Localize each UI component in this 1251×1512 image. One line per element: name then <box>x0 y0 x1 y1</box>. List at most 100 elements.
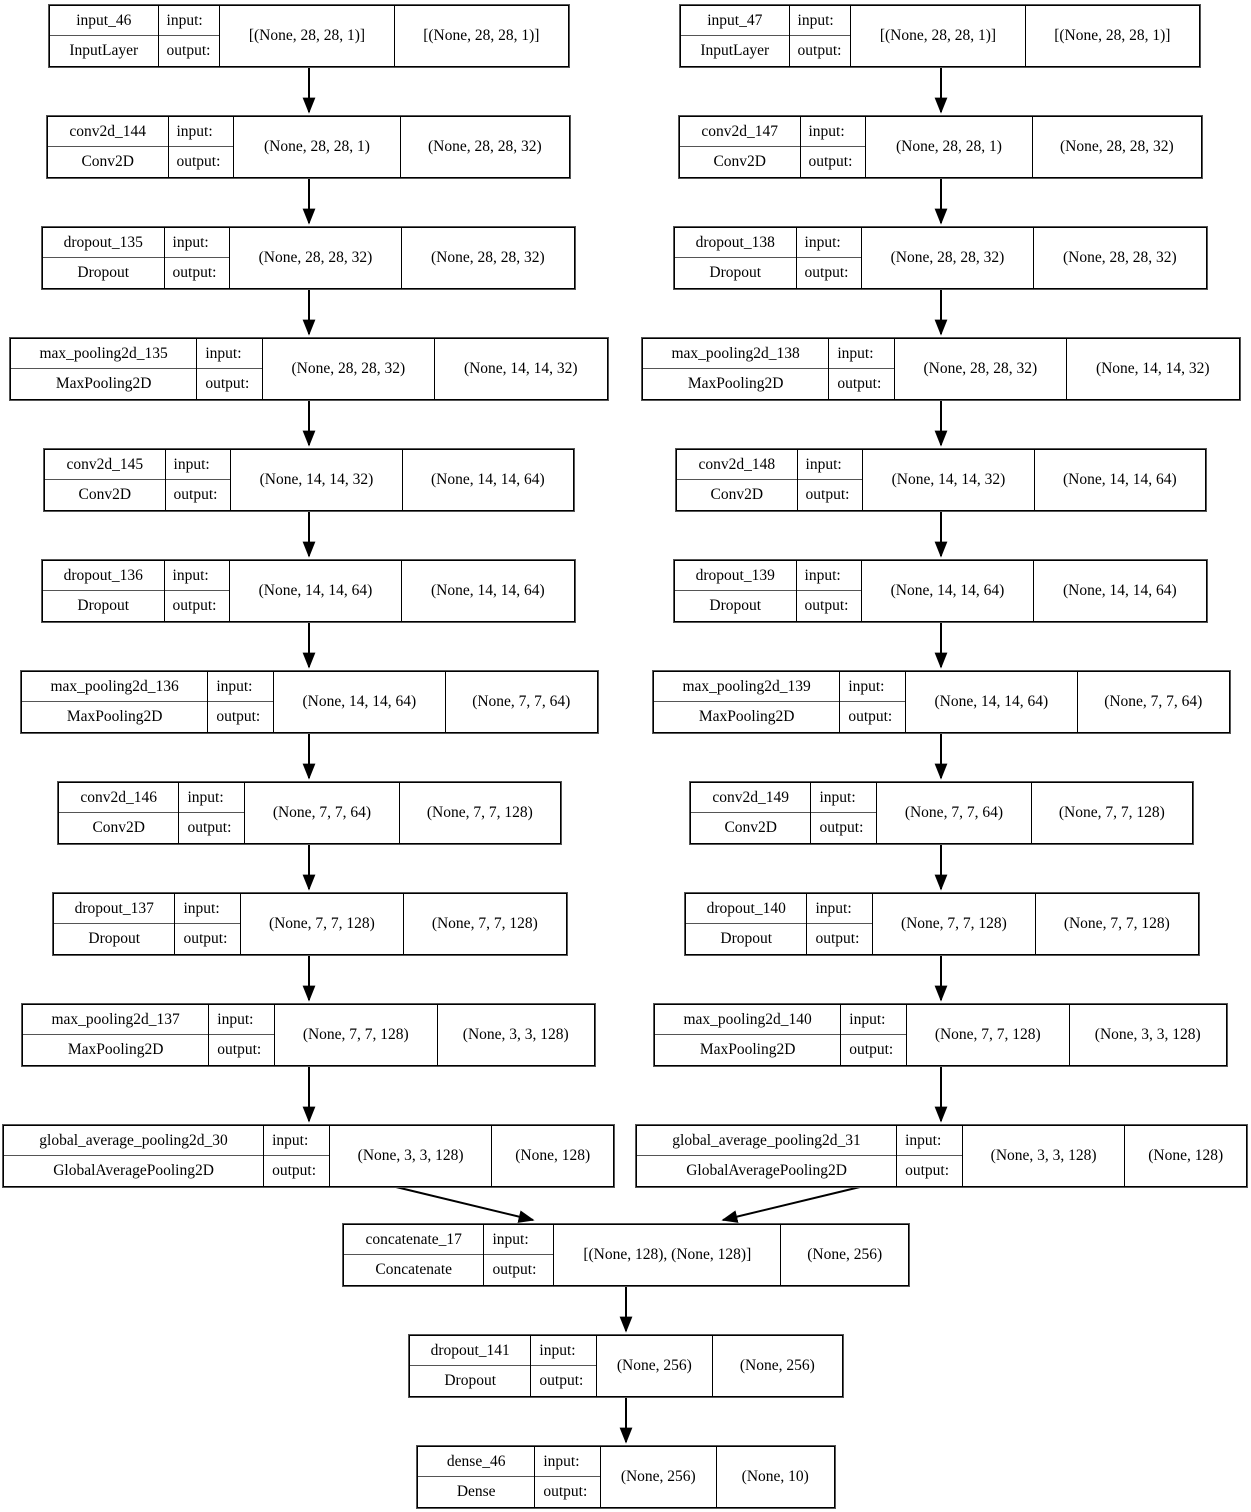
input-shape-value: (None, 7, 7, 128) <box>275 1005 438 1065</box>
io-label-column: input:output: <box>264 1126 330 1186</box>
layer-name: max_pooling2d_136 <box>22 672 208 702</box>
layer-name: concatenate_17 <box>344 1225 484 1255</box>
layer-class: Conv2D <box>78 486 132 504</box>
output-label: output: <box>216 708 261 726</box>
layer-class: MaxPooling2D <box>698 708 795 726</box>
input-label: input: <box>164 561 230 591</box>
input-shape-value: (None, 3, 3, 128) <box>330 1126 493 1186</box>
output-shape-value: (None, 14, 14, 64) <box>1062 582 1177 599</box>
input-label: input: <box>164 228 230 258</box>
input-label: input: <box>208 672 274 702</box>
input-shape-value: (None, 7, 7, 128) <box>241 894 404 954</box>
io-label-column: input:output: <box>797 450 864 510</box>
layer-name: dropout_135 <box>43 228 164 258</box>
input-label: input: <box>209 1005 275 1035</box>
layer-class: Dropout <box>720 930 773 948</box>
io-label-column: input:output: <box>209 1005 276 1065</box>
layer-class: Dropout <box>88 930 141 948</box>
input-label: input: <box>264 1126 329 1156</box>
layer-name: dropout_138 <box>675 228 796 258</box>
input-shape-value: (None, 7, 7, 128) <box>907 1005 1070 1065</box>
layer-name: dropout_136 <box>43 561 164 591</box>
output-shape-value: (None, 14, 14, 32) <box>1095 360 1210 377</box>
output-label: output: <box>543 1483 588 1501</box>
layer-name: conv2d_145 <box>45 450 165 480</box>
output-label: output: <box>837 375 882 393</box>
input-label: input: <box>531 1336 597 1366</box>
layer-name: input_46 <box>50 6 158 36</box>
io-label-column: input:output: <box>164 228 231 288</box>
output-shape-value: (None, 7, 7, 128) <box>1063 915 1170 932</box>
layer-class: GlobalAveragePooling2D <box>686 1162 847 1180</box>
input-label: input: <box>796 561 862 591</box>
output-label: output: <box>187 819 232 837</box>
layer-class: MaxPooling2D <box>55 375 152 393</box>
output-shape-value: (None, 28, 28, 32) <box>1059 138 1174 155</box>
output-shape-value: (None, 128) <box>1148 1147 1224 1164</box>
input-label: input: <box>800 117 866 147</box>
input-label: input: <box>796 228 862 258</box>
input-label: input: <box>484 1225 554 1255</box>
layer-class: MaxPooling2D <box>687 375 784 393</box>
output-label: output: <box>804 597 849 615</box>
io-label-column: input: output: <box>208 672 275 732</box>
output-label: output: <box>848 708 893 726</box>
input-label: input: <box>797 450 863 480</box>
output-shape-value: (None, 7, 7, 128) <box>431 915 538 932</box>
input-shape-value: (None, 7, 7, 128) <box>873 894 1036 954</box>
layer-class: MaxPooling2D <box>67 1041 164 1059</box>
output-shape-value: (None, 256) <box>739 1357 815 1374</box>
input-shape-value: (None, 7, 7, 64) <box>877 783 1032 843</box>
io-label-column: input:output: <box>168 117 235 177</box>
input-label: input: <box>807 894 873 924</box>
edge-global_average_pooling2d_30-to-concatenate_17 <box>395 1186 535 1223</box>
output-label: output: <box>492 1261 537 1279</box>
output-shape-value: (None, 3, 3, 128) <box>1094 1026 1201 1043</box>
output-shape-value: (None, 256) <box>807 1246 883 1263</box>
layer-name: dropout_141 <box>410 1336 531 1366</box>
layer-class: Concatenate <box>375 1261 453 1279</box>
input-shape-value: (None, 28, 28, 1) <box>234 117 401 177</box>
output-shape-value: (None, 3, 3, 128) <box>462 1026 569 1043</box>
input-shape-value: (None, 7, 7, 64) <box>245 783 400 843</box>
io-label-column: input:output: <box>164 561 231 621</box>
input-label: input: <box>840 672 906 702</box>
